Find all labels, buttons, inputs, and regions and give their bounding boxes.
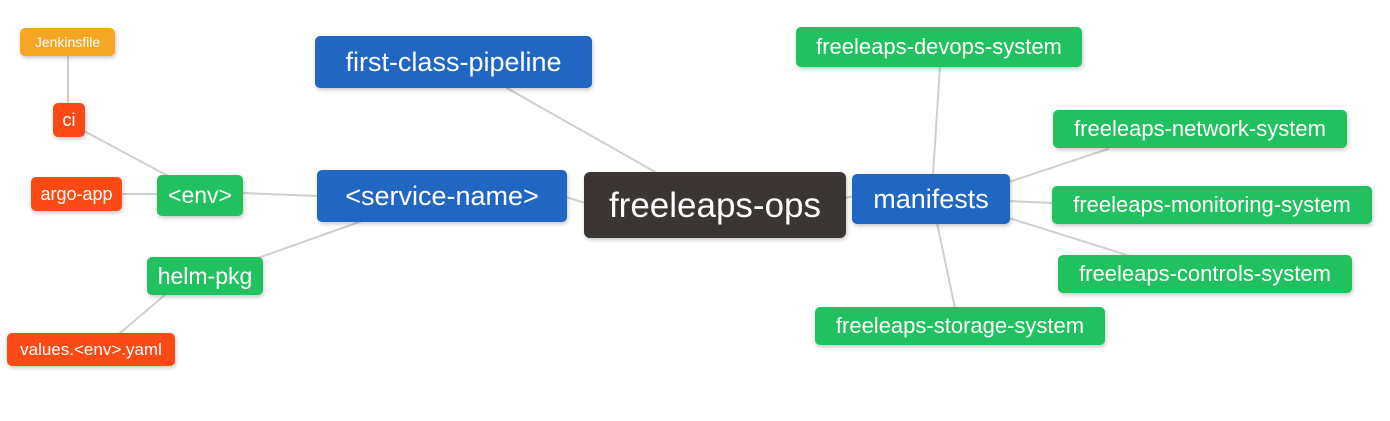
node-freeleaps-storage-system[interactable]: freeleaps-storage-system <box>815 307 1105 345</box>
edge-manifests-freeleaps-monitoring-system <box>1008 200 1054 204</box>
node-freeleaps-ops[interactable]: freeleaps-ops <box>584 172 846 238</box>
node-values-env-yaml[interactable]: values.<env>.yaml <box>7 333 175 366</box>
node-freeleaps-devops-system[interactable]: freeleaps-devops-system <box>796 27 1082 67</box>
node-freeleaps-network-system[interactable]: freeleaps-network-system <box>1053 110 1347 148</box>
node-jenkinsfile[interactable]: Jenkinsfile <box>20 28 115 56</box>
node-first-class-pipeline[interactable]: first-class-pipeline <box>315 36 592 88</box>
node-freeleaps-controls-system[interactable]: freeleaps-controls-system <box>1058 255 1352 293</box>
node-argo-app[interactable]: argo-app <box>31 177 122 211</box>
edge-service-name-helm-pkg <box>257 220 363 259</box>
edge-env-service-name <box>241 192 319 197</box>
node-freeleaps-monitoring-system[interactable]: freeleaps-monitoring-system <box>1052 186 1372 224</box>
node-env[interactable]: <env> <box>157 175 243 216</box>
edge-manifests-freeleaps-controls-system <box>1008 217 1134 258</box>
node-helm-pkg[interactable]: helm-pkg <box>147 257 263 295</box>
node-ci[interactable]: ci <box>53 103 85 137</box>
edge-manifests-freeleaps-devops-system <box>932 65 941 176</box>
edge-manifests-freeleaps-network-system <box>1008 148 1109 183</box>
edge-manifests-freeleaps-storage-system <box>936 222 956 309</box>
edge-first-class-pipeline-freeleaps-ops <box>504 86 658 174</box>
edge-ci-env <box>83 130 169 177</box>
node-manifests[interactable]: manifests <box>852 174 1010 224</box>
edge-service-name-freeleaps-ops <box>565 196 586 204</box>
edge-helm-pkg-values-env-yaml <box>118 293 167 335</box>
node-service-name[interactable]: <service-name> <box>317 170 567 222</box>
